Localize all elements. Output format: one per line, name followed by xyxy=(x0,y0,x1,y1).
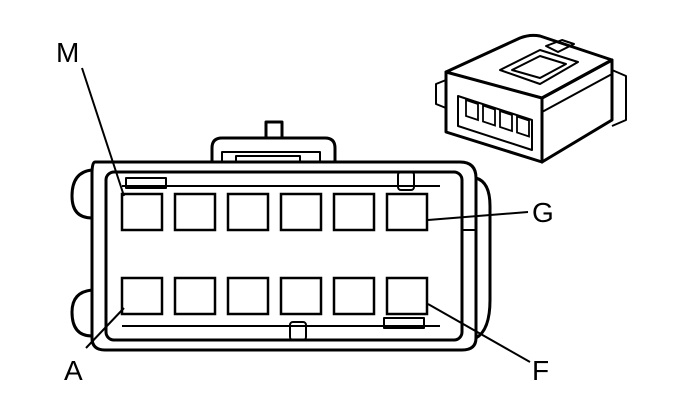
iso-cavities xyxy=(465,98,530,138)
terminal-cavity xyxy=(226,276,270,316)
iso-latch-ramp xyxy=(499,49,579,85)
iso-left-ear xyxy=(435,79,447,109)
left-ear-bottom xyxy=(70,288,94,338)
terminal-cavity xyxy=(385,276,429,316)
leader-a xyxy=(85,307,125,349)
pin-label-a: A xyxy=(64,355,83,386)
pin-label-m: M xyxy=(56,37,79,68)
iso-right-ear xyxy=(611,69,627,127)
terminal-cavity xyxy=(279,192,323,232)
top-latch xyxy=(210,136,337,164)
iso-cavity xyxy=(465,98,479,122)
latch-tab xyxy=(264,120,284,140)
iso-front-opening xyxy=(457,95,533,151)
upper-lock-tab xyxy=(125,177,167,189)
left-ear-top xyxy=(70,168,94,220)
terminal-cavity xyxy=(385,192,429,232)
latch-window xyxy=(235,155,301,162)
lower-lock-tab xyxy=(383,317,425,329)
pin-label-f: F xyxy=(532,355,549,386)
leader-m xyxy=(81,67,125,197)
terminal-cavity xyxy=(332,276,376,316)
terminal-cavities xyxy=(120,192,429,316)
right-ear xyxy=(474,176,492,340)
iso-latch-slot xyxy=(511,55,567,79)
iso-side-ridge xyxy=(541,73,613,113)
connector-face-view xyxy=(70,120,492,352)
inner-shell xyxy=(104,170,464,342)
terminal-cavity xyxy=(279,276,323,316)
lower-alignment-post xyxy=(289,321,307,341)
iso-cavity xyxy=(482,104,496,127)
outer-housing xyxy=(90,160,478,352)
terminal-cavity xyxy=(173,276,217,316)
terminal-cavity xyxy=(120,192,164,232)
iso-front-face xyxy=(444,70,544,164)
terminal-cavity xyxy=(120,276,164,316)
iso-cavity xyxy=(516,115,530,138)
terminal-cavity xyxy=(173,192,217,232)
iso-cavity xyxy=(499,109,513,133)
terminal-cavity xyxy=(332,192,376,232)
upper-alignment-post xyxy=(397,171,415,191)
terminal-cavity xyxy=(226,192,270,232)
connector-isometric-view xyxy=(435,33,627,164)
iso-latch-rib xyxy=(545,39,575,53)
leader-g xyxy=(427,211,529,221)
iso-top-face xyxy=(444,33,614,100)
iso-right-face xyxy=(540,58,614,164)
leader-lines xyxy=(81,67,531,363)
pin-label-g: G xyxy=(532,197,554,228)
top-latch-inner xyxy=(221,151,321,162)
leader-f xyxy=(427,303,531,363)
